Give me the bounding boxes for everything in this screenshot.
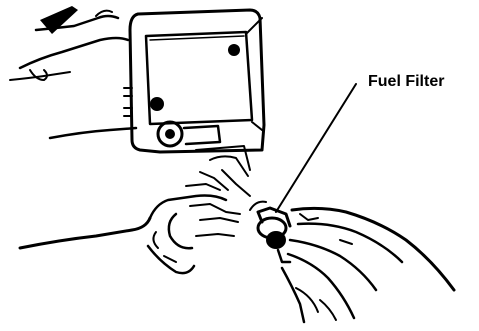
fuel-tank-housing (124, 10, 264, 152)
fuel-filter-label: Fuel Filter (368, 74, 444, 90)
fuel-filter-part (250, 202, 290, 262)
callout-leader-line (276, 84, 356, 212)
upper-hand (10, 6, 136, 138)
lower-right-hand (282, 208, 454, 322)
lower-left-hand (20, 184, 240, 273)
